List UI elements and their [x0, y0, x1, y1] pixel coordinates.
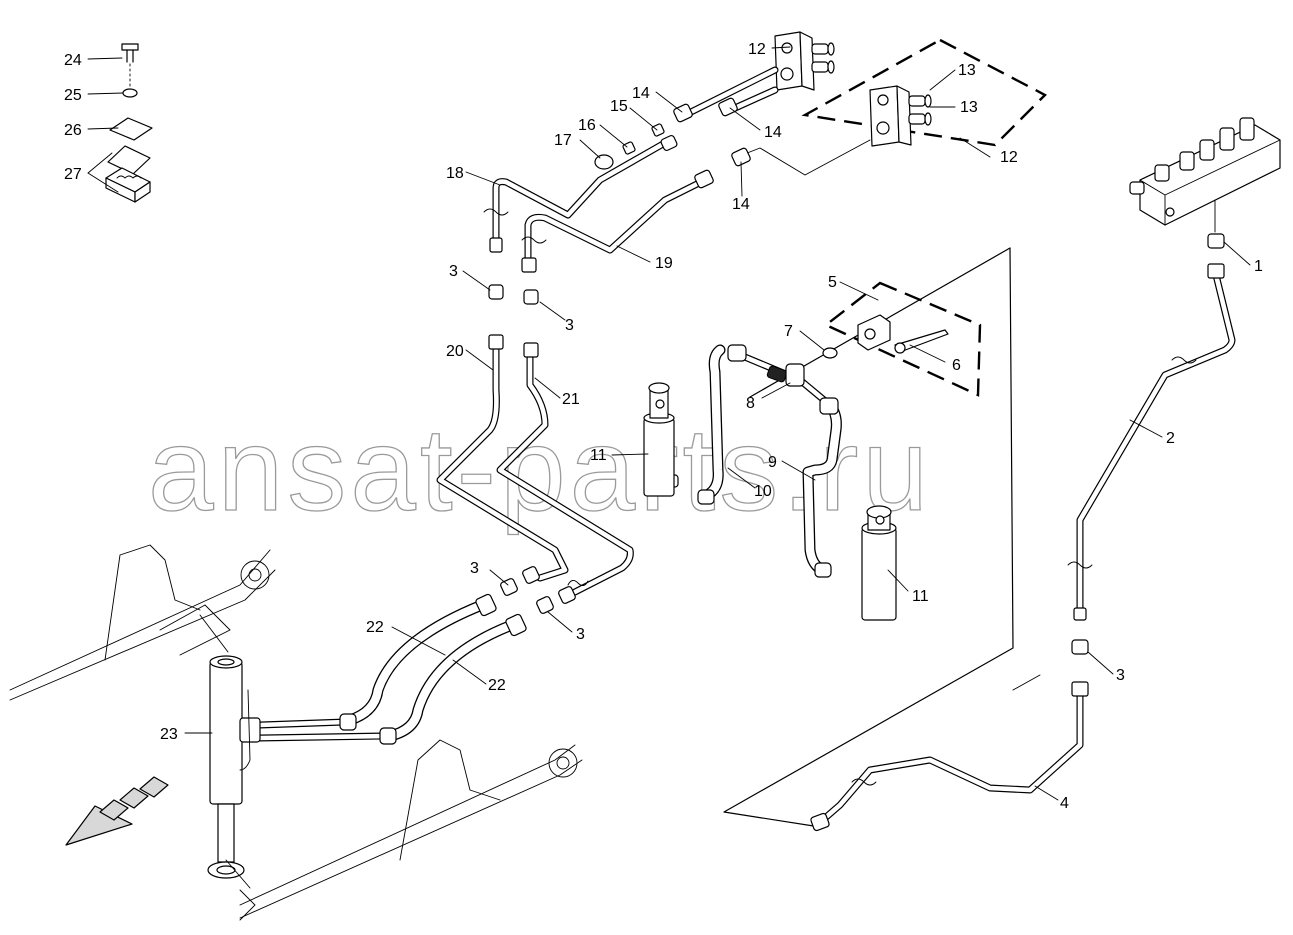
washer-7 [822, 347, 838, 359]
break-marks [483, 208, 1197, 786]
callout-27: 27 [64, 166, 82, 183]
subassembly-box-12 [801, 38, 1048, 147]
callout-12-lower: 12 [1000, 149, 1018, 166]
callout-21: 21 [562, 391, 580, 408]
control-valve-manifold [1129, 117, 1281, 233]
valve-block-12-upper [774, 31, 835, 91]
callout-10: 10 [754, 483, 772, 500]
callout-11-a: 11 [590, 447, 607, 464]
callout-22-b: 22 [488, 677, 506, 694]
callout-4: 4 [1060, 795, 1069, 812]
pipe-group [256, 66, 1236, 822]
callout-22-a: 22 [366, 619, 384, 636]
callout-3-a: 3 [449, 263, 458, 280]
loader-arm-upper [9, 544, 276, 701]
callout-8: 8 [746, 395, 755, 412]
callout-2: 2 [1166, 430, 1175, 447]
washer-25 [122, 88, 138, 98]
callout-labels: 24 25 26 27 12 13 13 12 14 14 14 15 16 1… [64, 41, 1263, 812]
callout-26: 26 [64, 122, 82, 139]
callout-14-b: 14 [764, 124, 782, 141]
callout-16: 16 [578, 117, 596, 134]
valve-block-12-lower [869, 85, 932, 147]
callout-6: 6 [952, 357, 961, 374]
cover-plate-26 [109, 117, 153, 141]
callout-3-c: 3 [470, 560, 479, 577]
callout-11-b: 11 [912, 588, 929, 605]
bolt-24 [121, 43, 139, 87]
callout-20: 20 [446, 343, 464, 360]
callout-19: 19 [655, 255, 673, 272]
subassembly-box-5 [823, 281, 982, 397]
callout-25: 25 [64, 87, 82, 104]
callout-1: 1 [1254, 258, 1263, 275]
callout-7: 7 [784, 323, 793, 340]
valve-5 [857, 314, 891, 351]
callout-3-e: 3 [1116, 667, 1125, 684]
leader-lines [87, 46, 1251, 801]
callout-12-upper: 12 [748, 41, 766, 58]
callout-15: 15 [610, 98, 628, 115]
callout-23: 23 [160, 726, 178, 743]
callout-14-c: 14 [732, 196, 750, 213]
callout-9: 9 [768, 454, 777, 471]
callout-13-upper: 13 [958, 62, 976, 79]
clamp-27 [105, 145, 151, 203]
callout-3-d: 3 [576, 626, 585, 643]
callout-5: 5 [828, 274, 837, 291]
callout-3-b: 3 [565, 317, 574, 334]
cylinder-11-right [861, 505, 897, 621]
cylinder-11-left [643, 382, 675, 497]
lift-cylinder-23 [199, 614, 261, 889]
callout-24: 24 [64, 52, 82, 69]
callout-17: 17 [554, 132, 572, 149]
loader-arm-lower [239, 739, 583, 921]
travel-direction-arrow-icon [65, 776, 169, 846]
callout-13-lower: 13 [960, 99, 978, 116]
lever-6 [894, 329, 949, 354]
callout-18: 18 [446, 165, 464, 182]
callout-14-a: 14 [632, 85, 650, 102]
